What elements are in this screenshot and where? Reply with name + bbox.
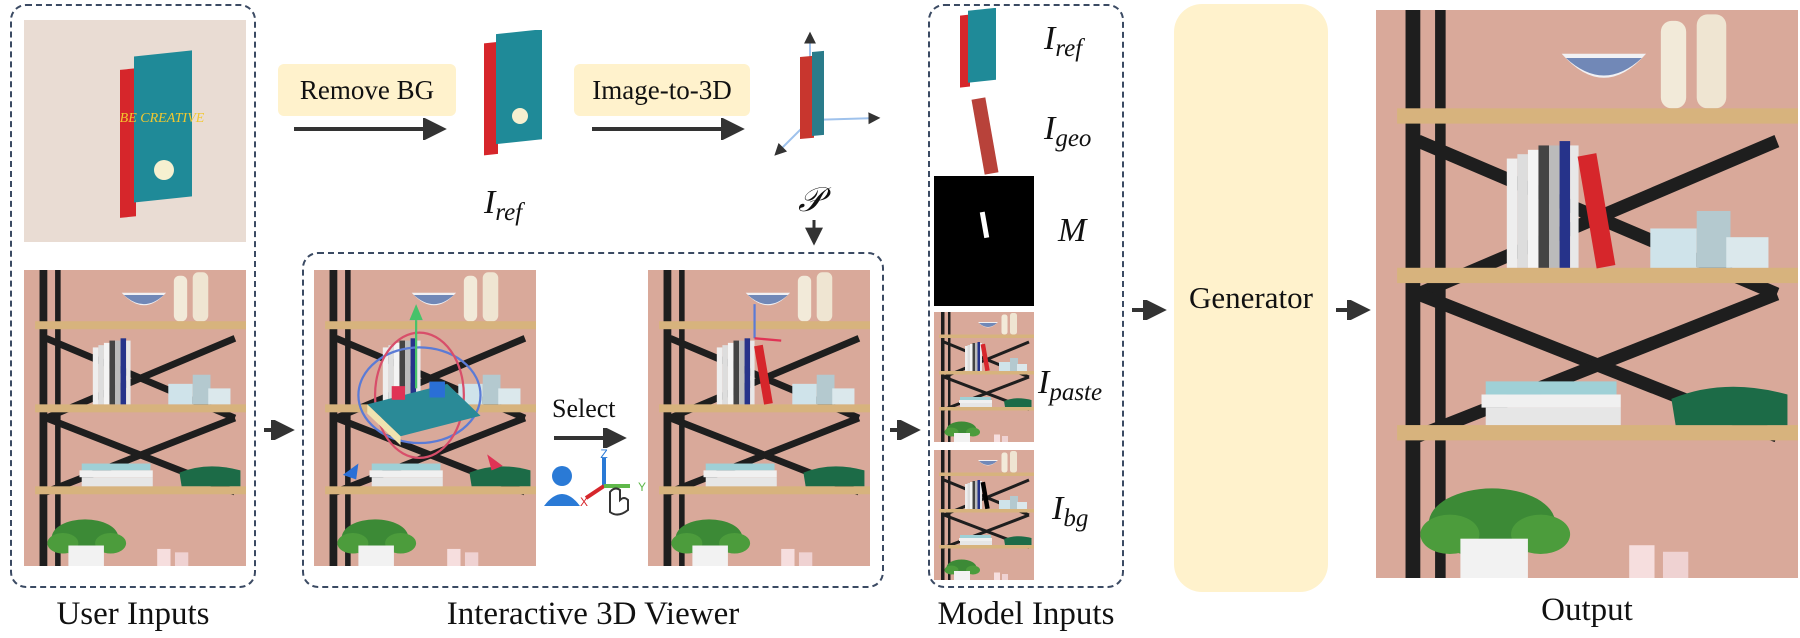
model-input-paste-image xyxy=(934,312,1034,442)
point-cloud-down-arrow xyxy=(805,220,823,246)
viewer-to-model-arrow xyxy=(890,420,921,440)
user-to-viewer-arrow xyxy=(264,420,295,440)
remove-bg-step: Remove BG xyxy=(278,64,456,116)
model-input-bg-image xyxy=(934,450,1034,580)
3d-point-cloud xyxy=(774,31,881,156)
model-input-ref-image xyxy=(960,8,996,88)
generator-block: Generator xyxy=(1174,4,1328,592)
model-symbol-paste: Ipaste xyxy=(1038,364,1103,406)
interactive-3d-viewer-panel xyxy=(302,252,884,588)
foreground-book-image xyxy=(484,30,542,156)
generator-to-output-arrow xyxy=(1336,300,1371,320)
model-to-generator-arrow xyxy=(1132,300,1167,320)
model-input-mask-image xyxy=(934,176,1034,306)
gizmo-axis-y: Y xyxy=(638,480,646,494)
viewer-placed-view xyxy=(648,270,870,566)
model-input-geo-image xyxy=(971,97,999,175)
book-cover-title: BE CREATIVE xyxy=(120,111,205,126)
viewer-manipulation-view xyxy=(314,270,536,566)
image-to-3d-arrow xyxy=(592,118,745,140)
model-inputs-label: Model Inputs xyxy=(937,596,1115,632)
interactive-3d-viewer-label: Interactive 3D Viewer xyxy=(446,596,740,632)
image-to-3d-step: Image-to-3D xyxy=(574,64,750,116)
output-label: Output xyxy=(1541,592,1633,628)
remove-bg-arrow xyxy=(294,118,447,140)
select-label: Select xyxy=(552,394,616,423)
model-inputs-panel xyxy=(928,4,1124,588)
model-symbol-geo: Igeo xyxy=(1044,110,1092,152)
model-symbol-ref: Iref xyxy=(1044,20,1083,62)
user-inputs-panel xyxy=(10,4,256,588)
user-gizmo-icon: Z Y X xyxy=(544,447,646,516)
select-arrow xyxy=(554,428,627,448)
reference-photo: BE CREATIVE xyxy=(24,20,246,242)
background-scene-photo xyxy=(24,270,246,566)
gizmo-axis-x: X xyxy=(580,495,588,509)
gizmo-axis-z: Z xyxy=(600,447,607,461)
model-symbol-bg: Ibg xyxy=(1052,490,1089,532)
user-inputs-label: User Inputs xyxy=(56,596,210,632)
model-symbol-mask: M xyxy=(1058,212,1087,249)
i-ref-symbol: Iref xyxy=(484,184,523,226)
output-image xyxy=(1376,10,1798,578)
point-cloud-symbol: 𝒫 xyxy=(798,182,823,219)
